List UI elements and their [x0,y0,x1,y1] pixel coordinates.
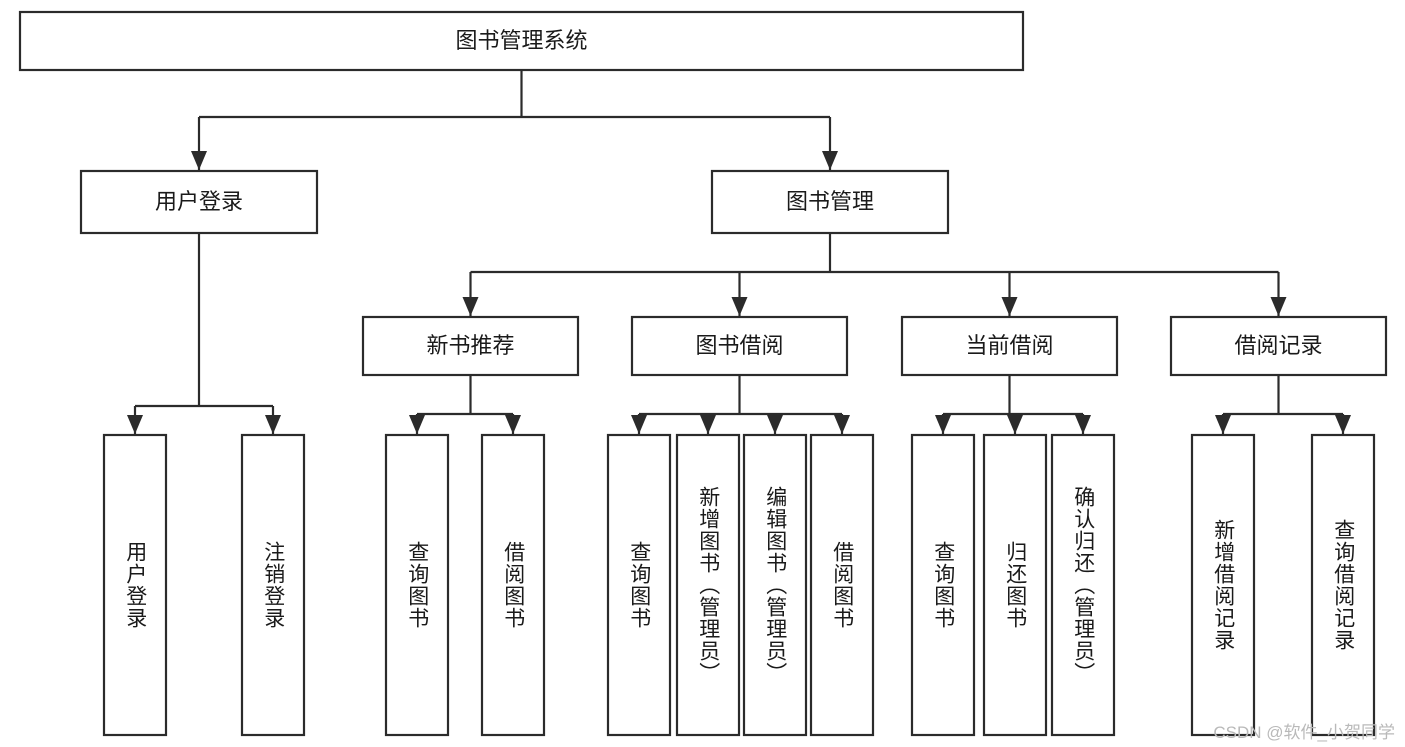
node-label-root: 图书管理系统 [455,28,587,53]
node-box-level2-0[interactable] [361,315,580,377]
node-box-leaf-1[interactable] [240,433,306,737]
boxes-layer [18,10,1388,737]
node-box-leaf-6[interactable] [742,433,808,737]
connectors-layer [127,70,1351,434]
arrow-head-icon [700,415,716,434]
arrow-head-icon [731,297,748,316]
arrow-head-icon [935,415,951,434]
node-box-level2-2[interactable] [900,315,1119,377]
node-label-level2-3: 借阅记录 [1234,333,1322,358]
node-box-level1-0[interactable] [79,169,319,235]
arrow-head-icon [265,415,281,434]
node-label-level2-0: 新书推荐 [426,333,514,358]
node-label-level2-1: 图书借阅 [695,333,783,358]
node-box-level2-3[interactable] [1169,315,1388,377]
node-label-level2-2: 当前借阅 [965,333,1053,358]
arrow-head-icon [1335,415,1351,434]
node-box-leaf-9[interactable] [982,433,1048,737]
node-box-leaf-4[interactable] [606,433,672,737]
node-box-leaf-12[interactable] [1310,433,1376,737]
arrow-head-icon [1075,415,1091,434]
node-box-leaf-2[interactable] [384,433,450,737]
node-box-level2-1[interactable] [630,315,849,377]
csdn-watermark: CSDN @软件_小贺同学 [1213,723,1395,742]
node-box-root[interactable] [18,10,1025,72]
arrow-head-icon [834,415,850,434]
node-box-leaf-8[interactable] [910,433,976,737]
arrow-head-icon [631,415,647,434]
node-label-level1-1: 图书管理 [786,189,874,214]
node-box-leaf-11[interactable] [1190,433,1256,737]
arrow-head-icon [1001,297,1018,316]
arrow-head-icon [505,415,521,434]
arrow-head-icon [409,415,425,434]
node-box-leaf-10[interactable] [1050,433,1116,737]
arrow-head-icon [1215,415,1231,434]
node-box-level1-1[interactable] [710,169,950,235]
arrow-head-icon [462,297,479,316]
arrow-head-icon [1007,415,1023,434]
node-box-leaf-0[interactable] [102,433,168,737]
arrow-head-icon [1270,297,1287,316]
arrow-head-icon [127,415,143,434]
arrow-head-icon [191,151,207,170]
node-box-leaf-7[interactable] [809,433,875,737]
arrow-head-icon [767,415,783,434]
node-box-leaf-3[interactable] [480,433,546,737]
node-label-level1-0: 用户登录 [155,189,243,214]
arrow-head-icon [822,151,838,170]
node-box-leaf-5[interactable] [675,433,741,737]
